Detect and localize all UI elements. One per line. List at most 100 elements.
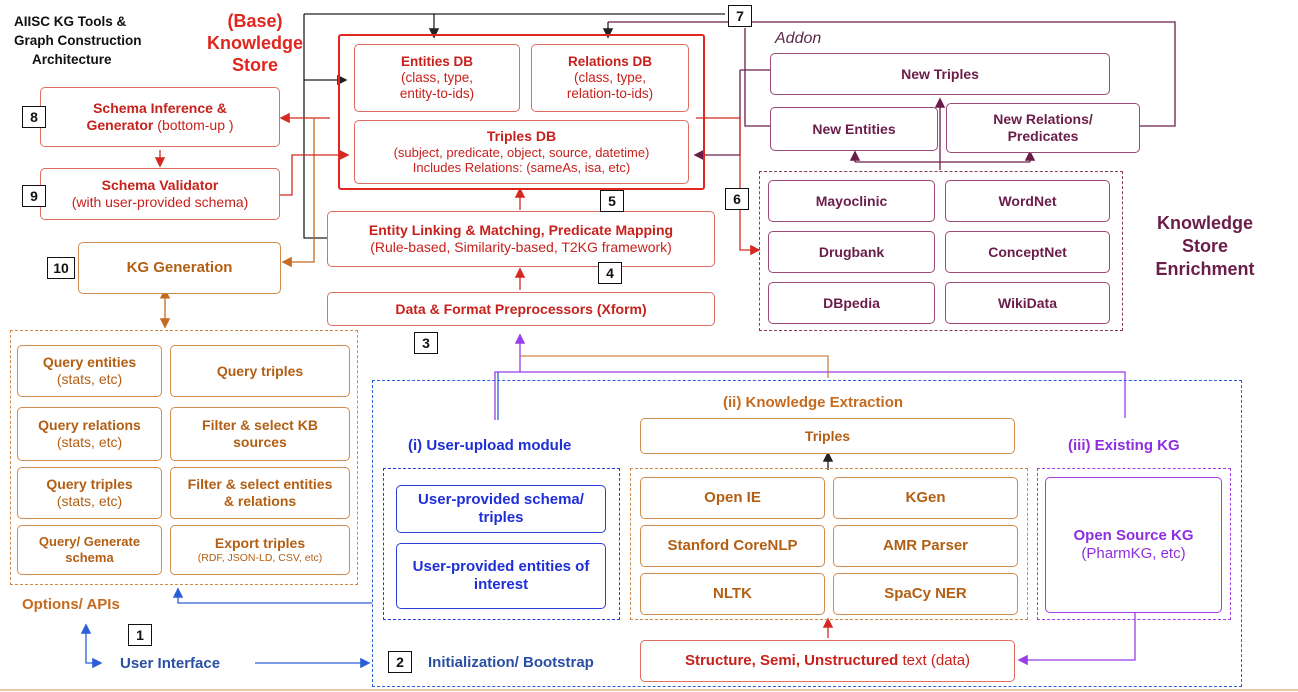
option-export-triples-title: Export triples (214, 535, 306, 552)
base-store-line-1: (Base) (227, 11, 283, 31)
option-filter-entities-relations-title: Filter & select entities & relations (187, 476, 333, 509)
option-export-triples-sub: (RDF, JSON-LD, CSV, etc) (197, 552, 323, 565)
option-query-relations[interactable]: Query relations (stats, etc) (17, 407, 162, 461)
schema-validator-sub: (with user-provided schema) (71, 194, 249, 210)
tool-stanford-corenlp-label: Stanford CoreNLP (667, 537, 798, 554)
schema-generator-title: Generator (86, 117, 154, 133)
text-data-source[interactable]: Structure, Semi, Unstructured text (data… (640, 640, 1015, 682)
source-drugbank[interactable]: Drugbank (768, 231, 935, 273)
open-source-kg-sub: (PharmKG, etc) (1081, 545, 1186, 562)
option-filter-entities-relations[interactable]: Filter & select entities & relations (170, 467, 350, 519)
base-store-line-3: Store (231, 55, 278, 75)
new-relations-predicates[interactable]: New Relations/ Predicates (946, 103, 1140, 153)
schema-inference-generator[interactable]: Schema Inference & Generator (bottom-up … (40, 87, 280, 147)
new-triples[interactable]: New Triples (770, 53, 1110, 95)
entities-db-title: Entities DB (400, 53, 473, 69)
initialization-label: Initialization/ Bootstrap (428, 654, 594, 671)
triples-db-line1: (subject, predicate, object, source, dat… (393, 144, 650, 160)
enrichment-line-1: Knowledge (1156, 213, 1253, 233)
addon-label: Addon (775, 30, 822, 47)
tool-open-ie[interactable]: Open IE (640, 477, 825, 519)
step-3-badge: 3 (414, 332, 438, 354)
bottom-rule (0, 689, 1298, 691)
options-container (10, 330, 358, 585)
tool-amr-parser[interactable]: AMR Parser (833, 525, 1018, 567)
step-1-badge: 1 (128, 624, 152, 646)
tool-nltk[interactable]: NLTK (640, 573, 825, 615)
triples-db-line2: Includes Relations: (sameAs, isa, etc) (412, 160, 631, 176)
relations-db[interactable]: Relations DB (class, type, relation-to-i… (531, 44, 689, 112)
tool-amr-parser-label: AMR Parser (882, 537, 969, 554)
new-entities[interactable]: New Entities (770, 107, 938, 151)
knowledge-extraction-label: (ii) Knowledge Extraction (723, 394, 904, 411)
tool-kgen[interactable]: KGen (833, 477, 1018, 519)
source-drugbank-label: Drugbank (818, 243, 885, 260)
source-conceptnet[interactable]: ConceptNet (945, 231, 1110, 273)
tool-spacy-ner[interactable]: SpaCy NER (833, 573, 1018, 615)
option-query-triples-stats-title: Query triples (46, 476, 133, 493)
source-mayoclinic-label: Mayoclinic (815, 192, 888, 209)
enrichment-line-2: Store (1181, 236, 1228, 256)
schema-validator-title: Schema Validator (101, 177, 219, 194)
option-query-relations-title: Query relations (38, 417, 141, 434)
kg-generation[interactable]: KG Generation (78, 242, 281, 294)
open-source-kg[interactable]: Open Source KG (PharmKG, etc) (1045, 477, 1222, 613)
option-query-entities-title: Query entities (42, 354, 137, 371)
kg-generation-label: KG Generation (126, 259, 233, 276)
new-entities-label: New Entities (812, 120, 896, 137)
triples-output[interactable]: Triples (640, 418, 1015, 454)
user-interface-label[interactable]: User Interface (120, 655, 221, 672)
source-conceptnet-label: ConceptNet (988, 243, 1067, 260)
step-5-badge: 5 (600, 190, 624, 212)
option-query-relations-sub: (stats, etc) (56, 434, 123, 450)
step-9-badge: 9 (22, 185, 46, 207)
title-line-3: Architecture (32, 52, 112, 67)
relations-db-line2: relation-to-ids) (566, 86, 654, 102)
option-query-entities[interactable]: Query entities (stats, etc) (17, 345, 162, 397)
preprocessors-label: Data & Format Preprocessors (Xform) (395, 300, 647, 317)
step-8-badge: 8 (22, 106, 46, 128)
source-mayoclinic[interactable]: Mayoclinic (768, 180, 935, 222)
entity-linking-sub: (Rule-based, Similarity-based, T2KG fram… (370, 239, 672, 255)
title-line-1: AIISC KG Tools & (14, 14, 127, 29)
option-query-triples[interactable]: Query triples (170, 345, 350, 397)
existing-kg-label: (iii) Existing KG (1068, 437, 1180, 454)
user-upload-label: (i) User-upload module (408, 437, 572, 454)
option-export-triples[interactable]: Export triples (RDF, JSON-LD, CSV, etc) (170, 525, 350, 575)
option-query-generate-schema[interactable]: Query/ Generate schema (17, 525, 162, 575)
existing-kg-container (1037, 468, 1231, 620)
base-store-line-2: Knowledge (206, 33, 303, 53)
option-query-generate-schema-title: Query/ Generate schema (38, 534, 141, 565)
relations-db-title: Relations DB (567, 53, 652, 69)
entities-db-line1: (class, type, (400, 69, 474, 85)
step-7-badge: 7 (728, 5, 752, 27)
step-4-badge: 4 (598, 262, 622, 284)
step-2-badge: 2 (388, 651, 412, 673)
source-dbpedia[interactable]: DBpedia (768, 282, 935, 324)
source-wordnet[interactable]: WordNet (945, 180, 1110, 222)
option-filter-kb-sources[interactable]: Filter & select KB sources (170, 407, 350, 461)
data-format-preprocessors[interactable]: Data & Format Preprocessors (Xform) (327, 292, 715, 326)
user-upload-container (383, 468, 620, 620)
user-provided-schema[interactable]: User-provided schema/ triples (396, 485, 606, 533)
open-source-kg-title: Open Source KG (1073, 527, 1194, 544)
enrichment-label: Knowledge Store Enrichment (1135, 212, 1275, 281)
tool-nltk-label: NLTK (713, 585, 752, 602)
option-query-triples-stats[interactable]: Query triples (stats, etc) (17, 467, 162, 519)
option-query-triples-stats-sub: (stats, etc) (56, 493, 123, 509)
tool-stanford-corenlp[interactable]: Stanford CoreNLP (640, 525, 825, 567)
triples-db[interactable]: Triples DB (subject, predicate, object, … (354, 120, 689, 184)
user-provided-entities[interactable]: User-provided entities of interest (396, 543, 606, 609)
source-dbpedia-label: DBpedia (823, 294, 880, 311)
entity-linking-matching[interactable]: Entity Linking & Matching, Predicate Map… (327, 211, 715, 267)
schema-inference-sub: (bottom-up ) (153, 117, 234, 133)
source-wordnet-label: WordNet (998, 192, 1057, 209)
tool-open-ie-label: Open IE (704, 489, 761, 506)
entities-db[interactable]: Entities DB (class, type, entity-to-ids) (354, 44, 520, 112)
new-relations-line2: Predicates (1007, 128, 1079, 144)
new-triples-label: New Triples (901, 65, 979, 82)
schema-validator[interactable]: Schema Validator (with user-provided sch… (40, 168, 280, 220)
text-data-normal: text (data) (898, 652, 971, 669)
user-provided-entities-label: User-provided entities of interest (412, 558, 590, 593)
source-wikidata[interactable]: WikiData (945, 282, 1110, 324)
